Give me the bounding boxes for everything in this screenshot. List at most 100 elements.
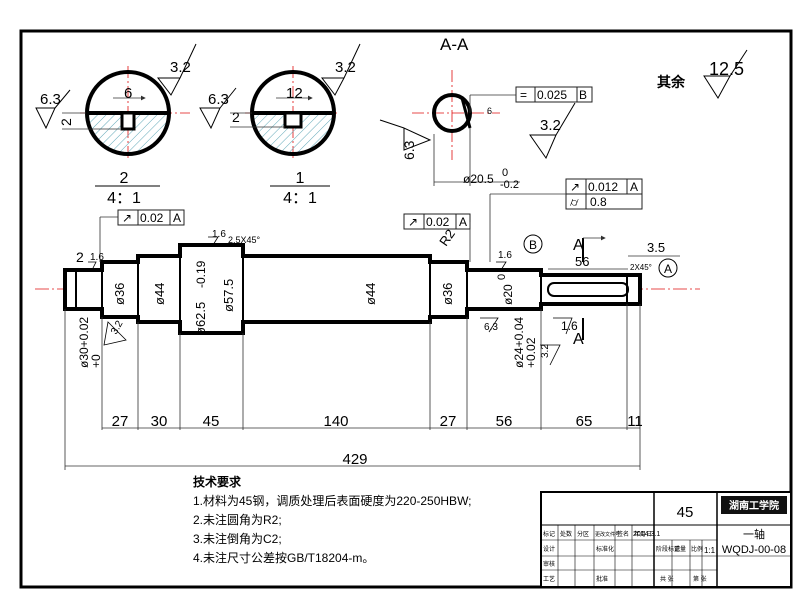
svg-text:-0.2: -0.2 bbox=[500, 179, 519, 191]
runout-right-value: 0.02 bbox=[426, 215, 450, 229]
tol-row1-datum: A bbox=[630, 180, 638, 194]
len-27b: 27 bbox=[440, 413, 457, 430]
tech-req-item: 1.材料为45钢，调质处理后表面硬度为220-250HBW; bbox=[193, 493, 472, 508]
svg-text:⌭: ⌭ bbox=[570, 195, 579, 209]
finish-top: 3.2 bbox=[170, 59, 191, 76]
tech-req-heading: 技术要求 bbox=[193, 474, 242, 489]
section-number: 2 bbox=[120, 170, 129, 187]
svg-text:2X45°: 2X45° bbox=[630, 263, 652, 272]
dim-d44a: ø44 bbox=[152, 283, 167, 305]
general-finish-value: 12.5 bbox=[709, 59, 744, 79]
section-aa-title: A-A bbox=[440, 35, 469, 54]
tol-row1-value: 0.012 bbox=[588, 180, 618, 194]
title-block: 45 湖南工学院 一轴 WQDJ-00-08 1:1 2014.3.1 标记 处… bbox=[540, 491, 792, 588]
material: 45 bbox=[677, 504, 694, 521]
part-name: 一轴 bbox=[743, 527, 765, 541]
tol-row2-value: 0.8 bbox=[590, 195, 607, 209]
svg-text:年月日: 年月日 bbox=[634, 530, 652, 538]
svg-text:工艺: 工艺 bbox=[543, 575, 555, 583]
key-width-label: 6 bbox=[124, 85, 132, 102]
datum-b-marker bbox=[523, 234, 543, 254]
svg-text:签名: 签名 bbox=[617, 530, 629, 538]
dim-d62: ø62.5 bbox=[193, 302, 208, 335]
svg-text:1.6: 1.6 bbox=[212, 229, 226, 240]
svg-text:审核: 审核 bbox=[543, 560, 555, 568]
section-number: 1 bbox=[296, 170, 305, 187]
dim-d30: ø30+0.02 bbox=[77, 317, 91, 368]
finish-top: 3.2 bbox=[335, 59, 356, 76]
tech-req-item: 2.未注圆角为R2; bbox=[193, 512, 282, 527]
section-aa: A-A = 0.025 B 3.2 6.3 6 ø20.5 0 -0.2 bbox=[379, 35, 593, 191]
len-65: 65 bbox=[576, 413, 593, 430]
svg-text:3.2: 3.2 bbox=[540, 344, 551, 358]
dim-d57: ø57.5 bbox=[221, 279, 236, 312]
svg-text:1.6: 1.6 bbox=[90, 252, 104, 263]
svg-text:6: 6 bbox=[487, 106, 492, 116]
len-45: 45 bbox=[203, 413, 220, 430]
svg-text:1.6: 1.6 bbox=[561, 319, 578, 333]
runout-right-datum: A bbox=[459, 215, 467, 229]
svg-text:A: A bbox=[664, 262, 672, 276]
runout-box-right bbox=[403, 213, 471, 230]
svg-text:A: A bbox=[573, 331, 584, 348]
flatness-datum: B bbox=[579, 88, 587, 102]
flatness-value: 0.025 bbox=[537, 88, 567, 102]
key-width-label: 12 bbox=[286, 85, 303, 102]
len-27a: 27 bbox=[112, 413, 129, 430]
svg-text:阶段标记: 阶段标记 bbox=[656, 545, 680, 553]
technical-requirements: 技术要求 1.材料为45钢，调质处理后表面硬度为220-250HBW; 2.未注… bbox=[193, 474, 472, 565]
keyway-right bbox=[547, 282, 629, 297]
section-view-2: 6 2 6.3 3.2 2 4：1 bbox=[35, 43, 197, 207]
drawing-number: WQDJ-00-08 bbox=[722, 544, 786, 556]
runout-left-value: 0.02 bbox=[140, 211, 164, 225]
depth-label: 2 bbox=[58, 118, 74, 126]
svg-text:-0.19: -0.19 bbox=[194, 260, 208, 288]
dim-d36a: ø36 bbox=[112, 283, 127, 305]
datum-a-marker bbox=[658, 258, 678, 278]
tech-req-item: 3.未注倒角为C2; bbox=[193, 531, 282, 546]
angle-label: 2.5X45° bbox=[228, 235, 261, 245]
finish-side: 6.3 bbox=[208, 91, 229, 108]
school-name: 湖南工学院 bbox=[729, 499, 779, 512]
depth-label: 2 bbox=[232, 109, 240, 125]
len-56: 56 bbox=[496, 413, 513, 430]
svg-text:分区: 分区 bbox=[577, 530, 589, 538]
runout-left-datum: A bbox=[173, 211, 181, 225]
svg-text:6.3: 6.3 bbox=[484, 322, 498, 333]
general-finish-label: 其余 bbox=[657, 74, 686, 90]
dim-d24: ø24+0.04 bbox=[512, 317, 526, 368]
len-11: 11 bbox=[627, 413, 643, 430]
svg-text:↗: ↗ bbox=[122, 211, 132, 225]
svg-text:0: 0 bbox=[496, 274, 508, 280]
svg-text:3.2: 3.2 bbox=[109, 319, 126, 337]
svg-text:+0.02: +0.02 bbox=[524, 337, 538, 368]
length-dimensions bbox=[64, 304, 641, 470]
svg-text:R2: R2 bbox=[436, 226, 458, 248]
svg-text:共 张: 共 张 bbox=[660, 575, 674, 583]
general-finish: 其余 12.5 bbox=[657, 49, 748, 99]
len-3-5: 3.5 bbox=[647, 240, 665, 255]
dim-d36b: ø36 bbox=[440, 283, 455, 305]
section-view-1: 12 2 6.3 3.2 1 4：1 bbox=[199, 43, 361, 207]
dim-d44b: ø44 bbox=[363, 283, 378, 305]
total-length: 429 bbox=[342, 451, 367, 468]
finish-side: 6.3 bbox=[40, 91, 61, 108]
svg-text:设计: 设计 bbox=[543, 545, 555, 553]
scale: 1:1 bbox=[704, 546, 716, 555]
date: 2014.3.1 bbox=[633, 531, 660, 538]
tech-req-item: 4.未注尺寸公差按GB/T18204-m。 bbox=[193, 550, 374, 565]
svg-text:=: = bbox=[520, 88, 527, 102]
runout-box-left bbox=[117, 209, 185, 226]
svg-text:第 张: 第 张 bbox=[693, 575, 707, 583]
svg-text:标记: 标记 bbox=[543, 530, 555, 538]
svg-text:B: B bbox=[529, 238, 537, 252]
svg-text:1.6: 1.6 bbox=[498, 250, 512, 261]
section-scale: 4：1 bbox=[283, 190, 317, 207]
finish-side-aa: 6.3 bbox=[401, 140, 417, 160]
diameter-aa: ø20.5 bbox=[463, 172, 494, 186]
svg-text:2: 2 bbox=[76, 249, 84, 265]
svg-text:0: 0 bbox=[502, 167, 508, 179]
svg-text:重量: 重量 bbox=[674, 545, 686, 553]
len-30: 30 bbox=[151, 413, 168, 430]
drawing-border bbox=[19, 29, 793, 589]
